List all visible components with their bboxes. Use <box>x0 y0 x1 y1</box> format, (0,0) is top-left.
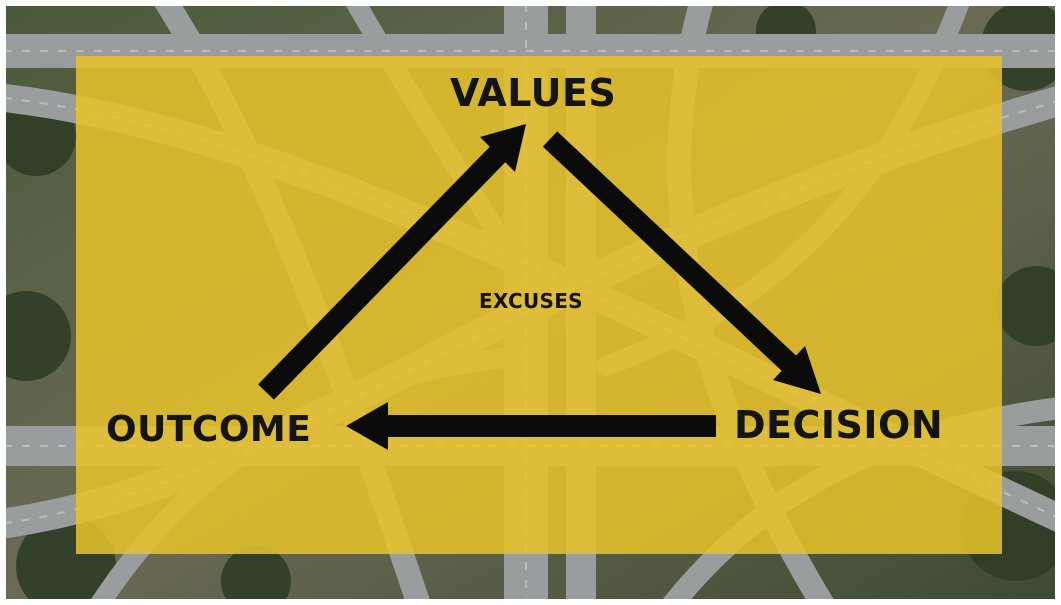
center-label-excuses: EXCUSES <box>479 289 583 313</box>
yellow-overlay-panel <box>76 56 1002 554</box>
node-label-outcome: OUTCOME <box>106 409 312 450</box>
arrow-decision-to-outcome <box>346 402 716 450</box>
node-label-values: VALUES <box>450 71 617 115</box>
arrow-values-to-decision <box>542 131 821 394</box>
node-label-decision: DECISION <box>734 403 944 447</box>
diagram-stage: VALUES DECISION OUTCOME EXCUSES <box>6 6 1055 599</box>
cycle-arrows <box>258 124 821 450</box>
arrow-outcome-to-values <box>258 124 526 400</box>
